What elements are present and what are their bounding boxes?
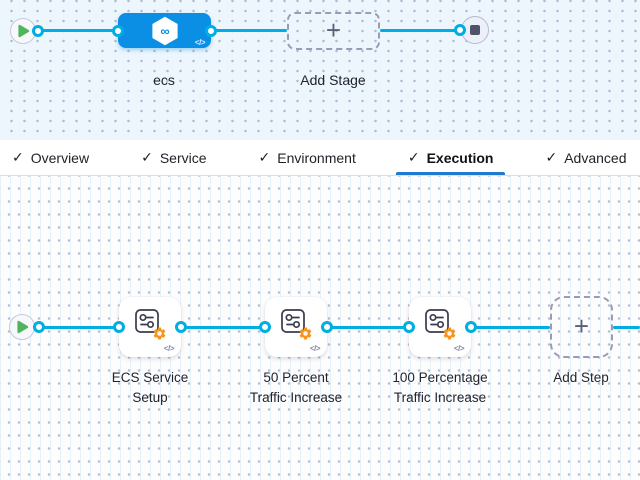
tab-environment[interactable]: ✓ Environment [258, 149, 356, 166]
stage-node-ecs[interactable]: ∞ </> [118, 13, 211, 48]
connector-line [181, 326, 265, 329]
plus-icon: + [573, 311, 590, 341]
step-in-port[interactable] [113, 321, 125, 333]
check-icon: ✓ [258, 149, 271, 165]
add-stage-label: Add Stage [300, 72, 366, 88]
pipeline-start-node[interactable] [10, 18, 36, 44]
stage-config-tabbar: ✓ Overview ✓ Service ✓ Environment ✓ Exe… [0, 140, 640, 176]
start-node-out-port[interactable] [32, 25, 44, 37]
stop-icon [470, 25, 480, 35]
start-node-out-port[interactable] [33, 321, 45, 333]
step-label: 50 Percent Traffic Increase [249, 370, 343, 405]
tab-execution[interactable]: ✓ Execution [395, 140, 506, 175]
cd-hexagon-infinity-icon: ∞ [151, 16, 178, 45]
sliders-config-icon [425, 309, 449, 333]
tab-overview[interactable]: ✓ Overview [12, 149, 90, 166]
play-icon [17, 24, 29, 38]
code-icon[interactable]: </> [163, 344, 175, 353]
svg-text:∞: ∞ [160, 23, 169, 38]
play-icon [16, 320, 28, 334]
connector-line [38, 29, 118, 32]
check-icon: ✓ [12, 149, 24, 165]
end-node-in-port[interactable] [454, 24, 466, 36]
connector-line [471, 326, 550, 329]
stage-pipeline-canvas[interactable]: ∞ </> ecs + Add Stage [0, 0, 640, 140]
code-icon[interactable]: </> [194, 38, 206, 47]
check-icon: ✓ [407, 149, 420, 165]
step-out-port[interactable] [321, 321, 333, 333]
orange-gear-icon [153, 327, 166, 340]
step-label: 100 Percentage Traffic Increase [392, 370, 488, 405]
code-icon[interactable]: </> [453, 344, 465, 353]
connector-line [327, 326, 409, 329]
step-in-port[interactable] [259, 321, 271, 333]
step-out-port[interactable] [175, 321, 187, 333]
check-icon: ✓ [545, 149, 558, 165]
stage-label: ecs [153, 72, 175, 88]
execution-start-node[interactable] [9, 314, 35, 340]
plus-icon: + [325, 15, 342, 45]
connector-line [211, 29, 287, 32]
step-in-port[interactable] [403, 321, 415, 333]
add-stage-button[interactable]: + [287, 12, 380, 50]
orange-gear-icon [299, 327, 312, 340]
add-step-label: Add Step [553, 370, 609, 385]
step-node-100-percentage-traffic-increase[interactable]: </> [409, 297, 471, 357]
check-icon: ✓ [141, 149, 153, 165]
code-icon[interactable]: </> [309, 344, 321, 353]
step-node-ecs-service-setup[interactable]: </> [119, 297, 181, 357]
orange-gear-icon [443, 327, 456, 340]
step-node-50-percent-traffic-increase[interactable]: </> [265, 297, 327, 357]
connector-line [380, 29, 460, 32]
sliders-config-icon [281, 309, 305, 333]
stage-out-port[interactable] [205, 25, 217, 37]
active-tab-underline [395, 172, 506, 175]
tab-service[interactable]: ✓ Service [141, 149, 207, 166]
add-step-button[interactable]: + [550, 296, 613, 358]
tab-advanced[interactable]: ✓ Advanced [545, 149, 627, 166]
step-label: ECS Service Setup [111, 370, 189, 405]
step-out-port[interactable] [465, 321, 477, 333]
connector-line [39, 326, 119, 329]
sliders-config-icon [135, 309, 159, 333]
connector-line [613, 326, 640, 329]
stage-in-port[interactable] [112, 25, 124, 37]
execution-steps-canvas[interactable]: </> ECS Service Setup </> 50 Percent Tra… [0, 176, 640, 480]
